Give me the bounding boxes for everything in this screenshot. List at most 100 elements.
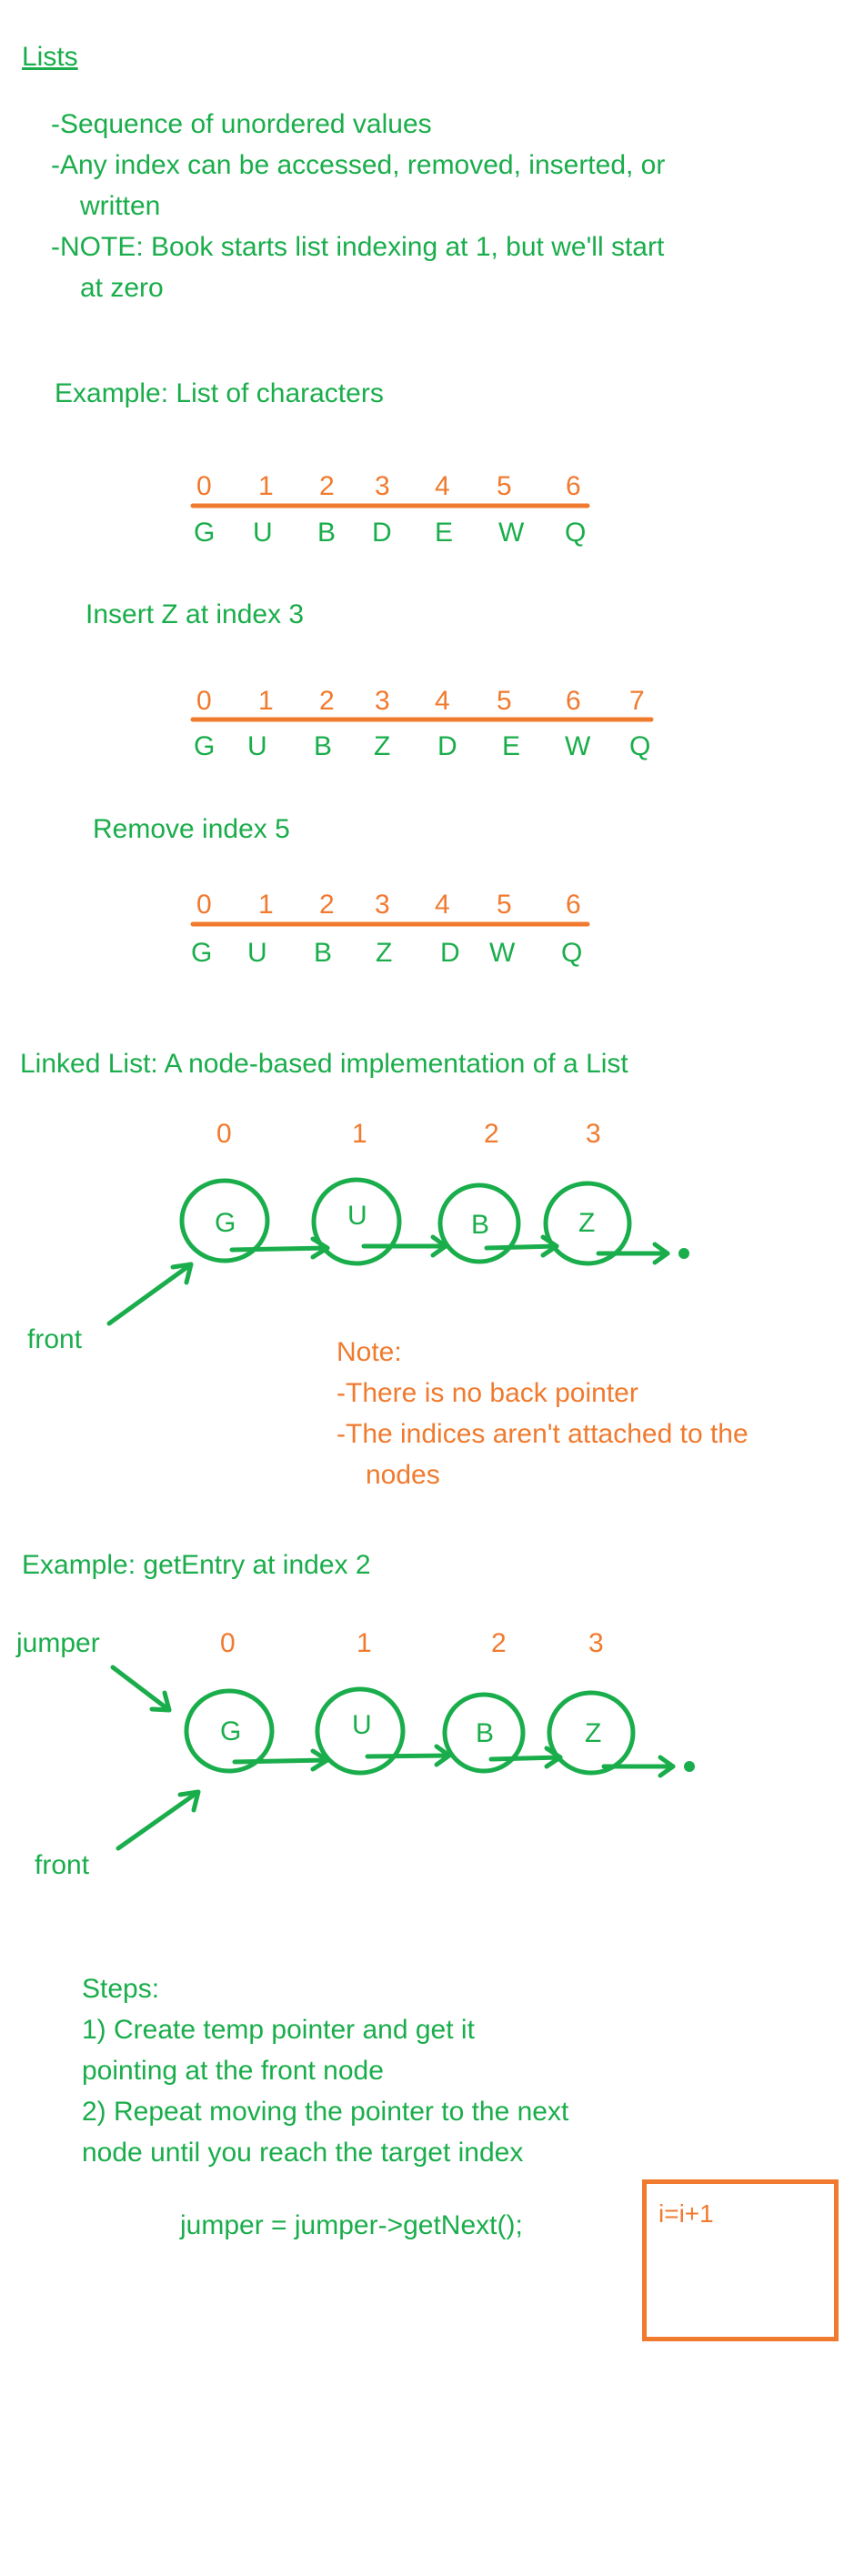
bullet-line: at zero bbox=[80, 273, 164, 303]
node-label: B bbox=[476, 1718, 495, 1748]
list-value: U bbox=[253, 518, 273, 548]
list-index: 3 bbox=[375, 471, 390, 501]
list-index: 1 bbox=[258, 471, 274, 501]
pointer-arrow bbox=[229, 1245, 330, 1253]
jumper-label: jumper bbox=[16, 1628, 100, 1658]
section-heading: Remove index 5 bbox=[93, 814, 290, 844]
list-value: W bbox=[498, 518, 525, 548]
jumper-pointer-arrow bbox=[110, 1665, 172, 1713]
list-value: B bbox=[317, 518, 337, 548]
node-index: 0 bbox=[216, 1119, 232, 1149]
arrow-head bbox=[430, 1234, 448, 1258]
section-heading: Insert Z at index 3 bbox=[85, 599, 305, 629]
arrow-head bbox=[658, 1755, 676, 1778]
front-label: front bbox=[27, 1324, 83, 1354]
front-pointer-arrow bbox=[116, 1789, 201, 1851]
list-index: 6 bbox=[566, 890, 581, 920]
list-value: Q bbox=[561, 938, 583, 968]
node-circle bbox=[315, 1686, 406, 1776]
increment-text: i=i+1 bbox=[658, 2199, 714, 2228]
node-index: 3 bbox=[588, 1628, 604, 1658]
node-circle bbox=[184, 1688, 275, 1774]
node-index: 2 bbox=[484, 1119, 499, 1149]
list-index: 3 bbox=[375, 686, 390, 716]
arrow-head bbox=[540, 1234, 559, 1258]
list-index: 4 bbox=[435, 686, 450, 716]
node-circle bbox=[179, 1178, 270, 1263]
list-value: Q bbox=[565, 518, 587, 548]
list-index: 1 bbox=[258, 890, 274, 920]
bullet-line: -Any index can be accessed, removed, ins… bbox=[51, 150, 666, 180]
list-value: W bbox=[489, 938, 516, 968]
list-value: D bbox=[440, 938, 460, 968]
node-index: 1 bbox=[352, 1119, 367, 1149]
bullet-line: -NOTE: Book starts list indexing at 1, b… bbox=[51, 232, 665, 262]
list-index: 7 bbox=[629, 686, 645, 716]
arrow-head bbox=[310, 1236, 330, 1260]
front-pointer-arrow bbox=[106, 1262, 194, 1326]
node-index: 1 bbox=[357, 1628, 372, 1658]
arrow-head bbox=[170, 1262, 194, 1285]
bullet-line: written bbox=[80, 191, 161, 221]
code-line: jumper = jumper->getNext(); bbox=[180, 2210, 523, 2240]
node-label: U bbox=[347, 1201, 367, 1231]
steps-line: 1) Create temp pointer and get it bbox=[82, 2015, 475, 2045]
bullet-line: -Sequence of unordered values bbox=[51, 109, 432, 139]
section-heading: Linked List: A node-based implementation… bbox=[20, 1049, 628, 1079]
front-label: front bbox=[35, 1850, 90, 1880]
list-value: Z bbox=[374, 731, 391, 761]
node-circle bbox=[543, 1181, 632, 1266]
section-heading: Example: List of characters bbox=[55, 378, 384, 408]
note-title: Note: bbox=[337, 1337, 402, 1367]
steps-line: node until you reach the target index bbox=[82, 2138, 524, 2168]
node-label: Z bbox=[578, 1208, 596, 1238]
node-index: 2 bbox=[491, 1628, 507, 1658]
list-index: 5 bbox=[497, 890, 512, 920]
node-circle bbox=[547, 1690, 636, 1776]
list-value: D bbox=[437, 731, 457, 761]
node-index: 0 bbox=[220, 1628, 236, 1658]
steps-line: pointing at the front node bbox=[82, 2056, 384, 2086]
list-value: E bbox=[435, 518, 454, 548]
list-value: U bbox=[247, 731, 267, 761]
list-index: 2 bbox=[319, 686, 335, 716]
list-value: G bbox=[191, 938, 213, 968]
arrow-head bbox=[310, 1748, 330, 1772]
list-index: 2 bbox=[319, 890, 335, 920]
list-index: 0 bbox=[196, 471, 212, 501]
list-value: Z bbox=[376, 938, 393, 968]
node-label: G bbox=[220, 1716, 242, 1746]
list-value: B bbox=[314, 938, 333, 968]
node-label: B bbox=[471, 1210, 490, 1240]
node-circle bbox=[442, 1692, 526, 1774]
list-value: G bbox=[194, 518, 216, 548]
pointer-arrow bbox=[488, 1755, 563, 1762]
list-index: 2 bbox=[319, 471, 335, 501]
list-value: D bbox=[372, 518, 392, 548]
steps-title: Steps: bbox=[82, 1974, 160, 2004]
list-index: 5 bbox=[497, 471, 512, 501]
arrow-head bbox=[652, 1242, 670, 1265]
node-label: U bbox=[352, 1710, 372, 1740]
arrow-head bbox=[544, 1746, 563, 1769]
page-title: Lists bbox=[22, 42, 78, 72]
note-line: -The indices aren't attached to the bbox=[337, 1419, 749, 1449]
list-value: U bbox=[247, 938, 267, 968]
node-index: 3 bbox=[586, 1119, 601, 1149]
arrow-head bbox=[149, 1690, 172, 1713]
node-circle bbox=[437, 1182, 521, 1264]
list-value: G bbox=[194, 731, 216, 761]
node-label: G bbox=[215, 1208, 236, 1238]
arrow-head bbox=[434, 1744, 452, 1767]
pointer-arrow bbox=[484, 1243, 559, 1251]
null-terminator bbox=[678, 1248, 689, 1259]
note-line: nodes bbox=[366, 1460, 440, 1490]
list-index: 5 bbox=[497, 686, 512, 716]
list-index: 4 bbox=[435, 471, 450, 501]
list-index: 0 bbox=[196, 890, 212, 920]
list-index: 4 bbox=[435, 890, 450, 920]
steps-line: 2) Repeat moving the pointer to the next bbox=[82, 2097, 569, 2127]
list-value: E bbox=[502, 731, 521, 761]
